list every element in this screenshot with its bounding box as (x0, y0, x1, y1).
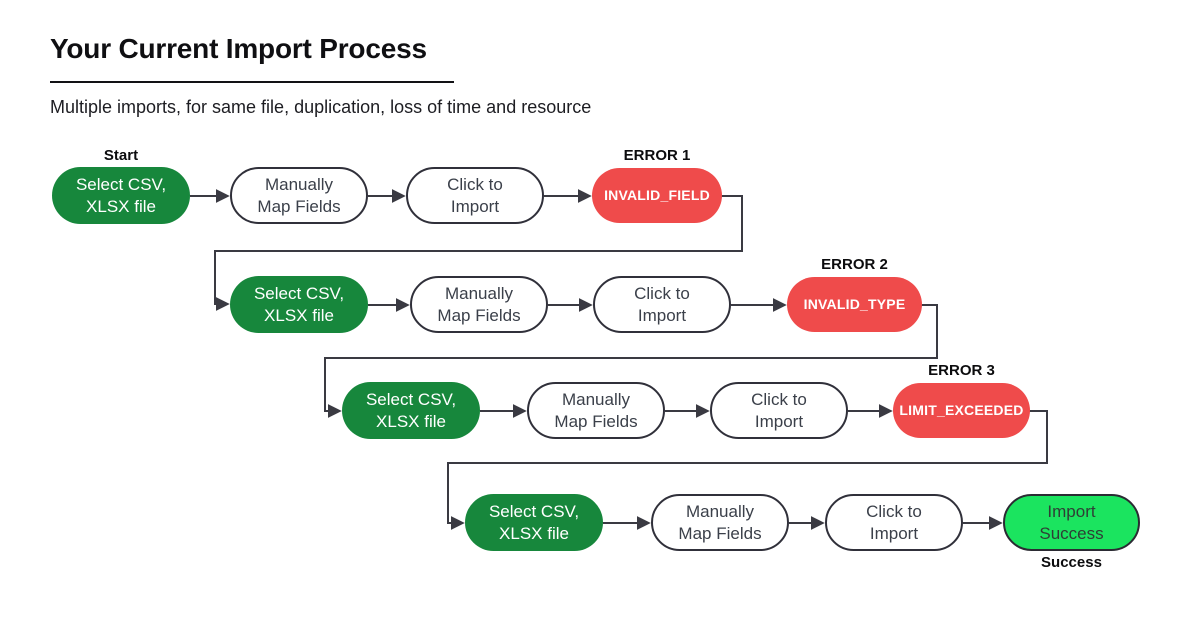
node-click-import-4: Click to Import (825, 494, 963, 551)
node-click-import-1: Click to Import (406, 167, 544, 224)
node-click-import-2: Click to Import (593, 276, 731, 333)
node-import-success: Import Success (1003, 494, 1140, 551)
success-label: Success (1041, 554, 1102, 571)
node-map-fields-1: Manually Map Fields (230, 167, 368, 224)
node-select-file-1: Select CSV, XLSX file (52, 167, 190, 224)
node-select-file-4: Select CSV, XLSX file (465, 494, 603, 551)
error3-label: ERROR 3 (928, 362, 995, 379)
node-error-invalid-type: INVALID_TYPE (787, 277, 922, 332)
error1-label: ERROR 1 (623, 147, 691, 164)
node-select-file-2: Select CSV, XLSX file (230, 276, 368, 333)
node-error-limit-exceeded: LIMIT_EXCEEDED (893, 383, 1030, 438)
error2-label: ERROR 2 (821, 256, 888, 273)
node-map-fields-2: Manually Map Fields (410, 276, 548, 333)
title-underline (50, 81, 454, 83)
page-title: Your Current Import Process (50, 33, 427, 64)
node-select-file-3: Select CSV, XLSX file (342, 382, 480, 439)
node-error-invalid-field: INVALID_FIELD (592, 168, 722, 223)
page-subtitle: Multiple imports, for same file, duplica… (50, 97, 592, 117)
node-click-import-3: Click to Import (710, 382, 848, 439)
node-map-fields-4: Manually Map Fields (651, 494, 789, 551)
node-map-fields-3: Manually Map Fields (527, 382, 665, 439)
start-label: Start (103, 147, 139, 164)
